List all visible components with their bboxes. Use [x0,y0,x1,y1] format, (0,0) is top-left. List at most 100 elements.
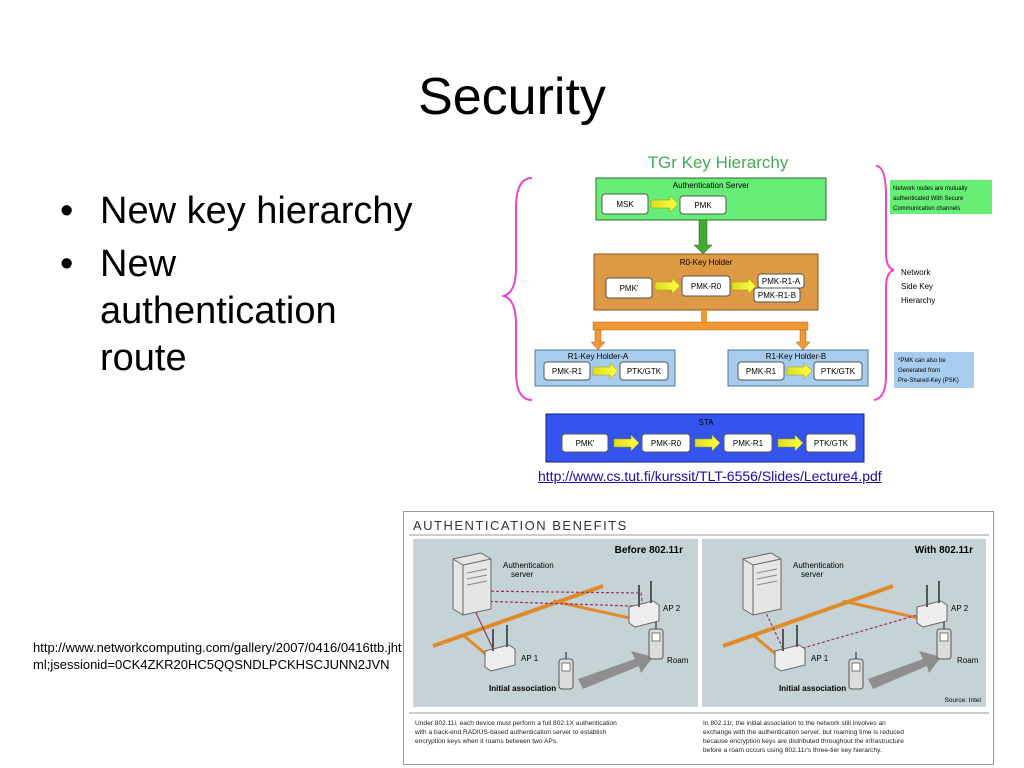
down-arrow-icon [795,329,811,351]
left-brace [500,177,533,401]
backbone-line [722,584,894,648]
network-note-line: Network [901,268,931,277]
sta-ptk-box [805,433,857,453]
psk-note-line: *PMK can also be [898,358,946,364]
distribution-bar [592,321,809,331]
network-note-line: Side Key [901,282,933,291]
authentication-benefits-diagram: AUTHENTICATION BENEFITS Before 802.11r A… [403,511,994,765]
sta-pmk-box [561,433,609,453]
caption-left-line: Under 802.11i, each device must perform … [415,720,617,727]
pmk-r1-label: PMK-R1 [746,367,777,376]
ptk-gtk-box [813,361,863,381]
right-panel: With 802.11r Authentication server AP 2 … [702,539,986,707]
msk-label: MSK [616,200,634,209]
arrow-icon [650,195,679,213]
secure-note-box [890,180,992,214]
phone-icon [558,652,574,690]
arrow-icon [786,362,813,380]
roam-label: Roam [667,656,689,665]
pmk-r0-box [681,275,731,297]
roam-arrow-icon [578,651,653,689]
connector [701,310,707,322]
source-link-lecture[interactable]: http://www.cs.tut.fi/kurssit/TLT-6556/Sl… [538,468,882,484]
auth-path [467,595,496,654]
msk-box [601,193,649,215]
initial-association-label: Initial association [489,684,556,693]
roam-arrow-icon [868,651,941,689]
psk-note-line: Generated from [898,368,940,374]
server-label: Authentication [503,561,554,570]
pmk-r1-b-label: PMK-R1-B [758,291,796,300]
sta-pmk-label: PMK' [576,439,595,448]
tgr-key-hierarchy-diagram: TGr Key Hierarchy Authentication Server … [500,153,992,463]
server-icon [452,552,492,616]
auth-server-label: Authentication Server [673,181,750,190]
pmk-prime-label: PMK' [620,284,639,293]
access-point-icon [484,625,516,672]
access-point-icon [916,581,948,628]
pmk-r1-b-box [753,287,801,303]
initial-association-label: Initial association [779,684,846,693]
secure-note-line: Network nodes are mutually [893,186,967,192]
arrow-icon [694,434,721,452]
pmk-r1-label: PMK-R1 [552,367,583,376]
caption-right-line: because encryption keys are distributed … [703,738,904,745]
secure-note-line: authenticated With Secure [893,196,964,202]
server-label: server [511,570,534,579]
bullet-item: New authentication route [60,241,500,382]
right-brace [873,165,895,401]
r1-key-holder-a-label: R1-Key Holder-A [568,352,629,361]
server-label: server [801,570,824,579]
source-credit: Source: Intel [945,697,982,704]
psk-note-line: Pre-Shared-Key (PSK) [898,378,959,384]
sta-pmk-r1-label: PMK-R1 [733,439,764,448]
ap1-label: AP 1 [811,654,829,663]
phone-icon [648,622,664,660]
ap2-label: AP 2 [951,604,969,613]
sta-pmk-r0-box [641,433,691,453]
down-arrow-icon [693,219,713,255]
arrow-icon [731,277,757,295]
ptk-gtk-box [619,361,669,381]
server-icon [742,552,782,616]
phone-icon [848,652,864,690]
access-point-icon [628,581,660,628]
psk-note-box [894,352,974,388]
bullet-list: New key hierarchy New authentication rou… [60,188,500,388]
caption-left-line: encryption keys when it roams between tw… [415,738,558,745]
pmk-r0-label: PMK-R0 [691,282,722,291]
backbone-line [752,633,779,658]
pmk-box [679,195,727,215]
network-note-line: Hierarchy [901,296,935,305]
pmk-prime-box [605,277,653,299]
secure-note-line: Communication channels [893,206,960,212]
ap1-label: AP 1 [521,654,539,663]
bullet-item: New key hierarchy [60,188,500,235]
ap2-label: AP 2 [663,604,681,613]
bullet-text: New authentication route [100,243,337,379]
server-label: Authentication [793,561,844,570]
roam-label: Roam [957,656,979,665]
phone-icon [936,622,952,660]
ptk-gtk-label: PTK/GTK [627,367,662,376]
pmk-r1-a-label: PMK-R1-A [762,277,801,286]
backbone-line [842,599,932,623]
backbone-line [462,633,489,658]
arrow-icon [592,362,619,380]
left-panel: Before 802.11r Authentication server AP … [413,539,698,707]
arrow-icon [654,277,681,295]
auth-path [474,600,634,607]
pmk-r1-box [543,361,591,381]
sta-label: STA [699,418,715,427]
ptk-gtk-label: PTK/GTK [821,367,856,376]
source-link-networkcomputing: http://www.networkcomputing.com/gallery/… [33,640,402,672]
arrow-icon [777,434,804,452]
left-panel-heading: Before 802.11r [615,545,683,556]
pmk-r1-box [737,361,785,381]
sta-pmk-r0-label: PMK-R0 [651,439,682,448]
auth-path [792,610,932,652]
right-panel-heading: With 802.11r [915,545,973,556]
down-arrow-icon [590,329,606,351]
bullet-text: New key hierarchy [100,190,413,232]
r0-key-holder-label: R0-Key Holder [680,258,733,267]
